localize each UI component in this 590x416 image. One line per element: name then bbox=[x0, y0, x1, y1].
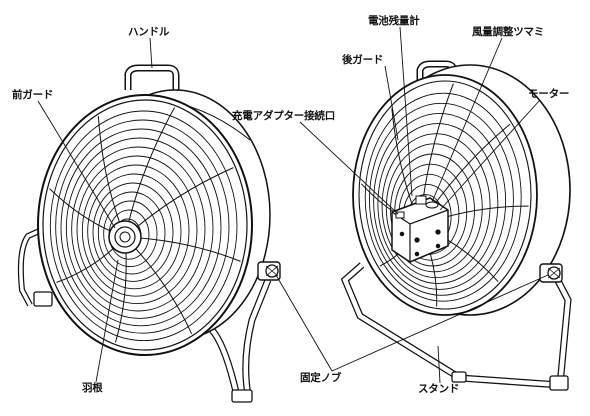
label-blade: 羽根 bbox=[82, 382, 103, 394]
guard-ring bbox=[381, 133, 491, 279]
right-fan-stand bbox=[340, 262, 572, 391]
guard-ring bbox=[377, 123, 499, 285]
guard-ring bbox=[92, 182, 174, 282]
leader-battery bbox=[399, 26, 413, 197]
label-rear-guard: 後ガード bbox=[342, 54, 384, 66]
guard-ring bbox=[49, 110, 238, 342]
motor-box bbox=[391, 195, 449, 263]
label-fixing-knob: 固定ノブ bbox=[300, 372, 342, 384]
guard-ring bbox=[71, 146, 206, 312]
leader-adapter bbox=[299, 121, 399, 215]
leader-fixknob-left bbox=[275, 274, 333, 372]
label-airflow-knob: 風量調整ツマミ bbox=[472, 26, 545, 38]
leader-stand bbox=[437, 345, 441, 384]
label-front-guard: 前ガード bbox=[12, 89, 54, 101]
leader-lines bbox=[37, 26, 549, 384]
guard-ring bbox=[60, 128, 222, 327]
guard-ring bbox=[87, 173, 182, 290]
label-adapter-port: 充電アダプター接続口 bbox=[232, 110, 335, 122]
left-fan bbox=[17, 64, 281, 403]
label-battery-meter: 電池残量計 bbox=[368, 15, 420, 27]
guard-ring bbox=[81, 164, 190, 297]
guard-ring bbox=[55, 119, 230, 334]
label-handle: ハンドル bbox=[128, 26, 170, 38]
label-stand: スタンド bbox=[418, 383, 460, 395]
leader-handle bbox=[149, 37, 153, 69]
leader-fixknob-right bbox=[331, 274, 549, 372]
left-fan-handle bbox=[124, 64, 180, 100]
guard-ring bbox=[368, 102, 514, 296]
left-fan-stand bbox=[17, 225, 272, 403]
guard-ring bbox=[76, 155, 198, 305]
right-fixing-knob bbox=[539, 263, 563, 283]
guard-ring bbox=[97, 191, 166, 275]
guard-ring bbox=[103, 200, 158, 268]
left-fixing-knob bbox=[257, 261, 281, 281]
leader-rear-guard bbox=[384, 65, 399, 141]
leader-airflow-knob bbox=[431, 37, 503, 203]
leader-motor bbox=[439, 99, 541, 211]
leader-blade bbox=[95, 259, 119, 383]
guard-ring bbox=[364, 92, 522, 302]
guard-ring bbox=[373, 112, 507, 290]
leader-front-guard bbox=[37, 100, 116, 229]
label-motor: モーター bbox=[528, 88, 570, 100]
right-fan bbox=[340, 60, 572, 391]
guard-ring bbox=[65, 137, 214, 319]
